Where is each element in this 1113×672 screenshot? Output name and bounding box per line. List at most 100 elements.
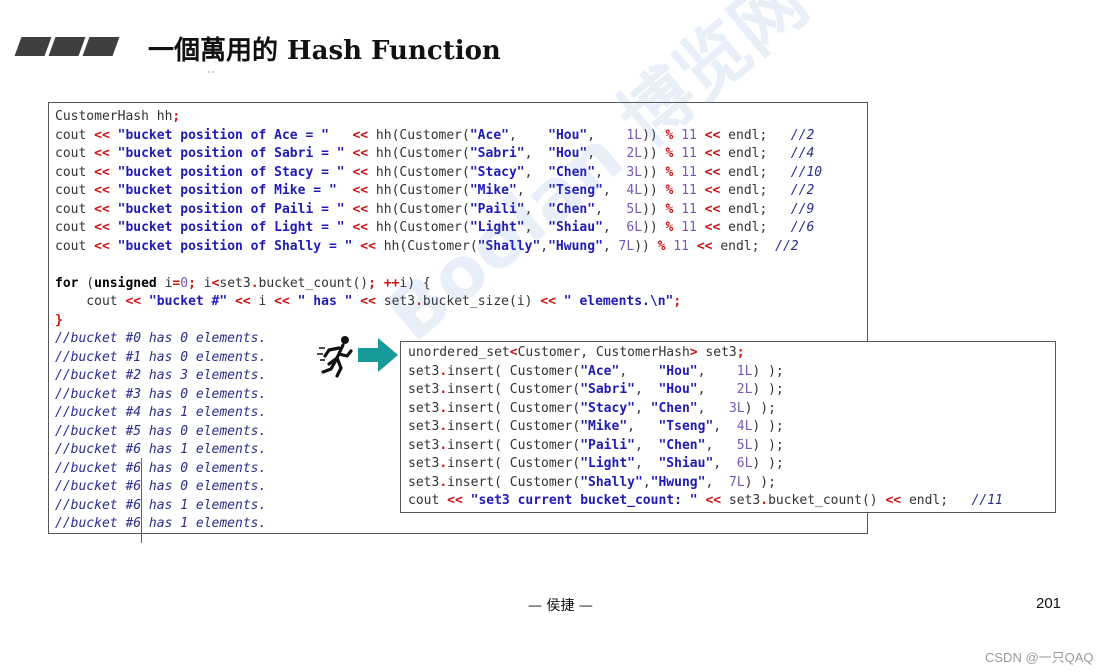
code-token: "Tseng" <box>548 183 603 198</box>
code-token: set3 <box>219 275 251 291</box>
code-token: insert( Customer( <box>447 382 581 397</box>
inset-code-line: set3.insert( Customer("Paili", "Chen", 5… <box>408 437 1055 456</box>
code-token: 11 <box>673 164 697 180</box>
main-code-line: CustomerHash hh; <box>55 108 867 127</box>
footer-author: — 侯捷 — <box>528 598 593 614</box>
code-token: insert( Customer( <box>447 419 581 434</box>
code-token: //2 <box>790 127 815 143</box>
running-man-icon <box>317 336 353 378</box>
code-token: 11 <box>673 183 697 198</box>
code-token: ++ <box>375 275 400 291</box>
code-token: , <box>587 127 627 143</box>
code-token: 6L <box>736 456 753 471</box>
code-token: 7L <box>610 238 635 254</box>
code-token: % <box>649 238 666 254</box>
main-code-line: //bucket #4 has 1 elements. <box>55 404 867 423</box>
code-panel-main: CustomerHash hh;cout << "bucket position… <box>48 102 868 534</box>
code-token: )) <box>642 127 658 143</box>
code-token: << <box>352 146 369 161</box>
code-token: , <box>524 164 549 180</box>
code-token: endl; <box>720 146 791 161</box>
code-token: , <box>627 419 659 434</box>
code-token: unordered_set <box>408 345 510 360</box>
code-token: set3 <box>408 382 440 397</box>
code-token: << <box>274 294 290 309</box>
inset-code-line: set3.insert( Customer("Ace", "Hou", 1L) … <box>408 363 1055 382</box>
inset-code-line: cout << "set3 current bucket_count: " <<… <box>408 492 1055 511</box>
code-token: cout <box>55 220 95 235</box>
code-token: , <box>508 127 549 143</box>
code-token: cout <box>55 127 95 143</box>
main-code-line: //bucket #6 has 0 elements. <box>55 478 867 497</box>
code-token: , <box>524 220 549 235</box>
code-token: "Mike" <box>469 183 517 198</box>
code-token: hh(Customer( <box>368 183 470 198</box>
main-code-line: //bucket #6 has 0 elements. <box>55 460 867 479</box>
code-token: bucket_count() <box>768 493 886 508</box>
code-token: << <box>94 183 110 198</box>
code-token: . <box>439 437 448 453</box>
code-token: , <box>713 456 737 471</box>
code-token: . <box>439 363 448 379</box>
header-bar-2 <box>48 37 86 56</box>
code-token: , <box>635 382 659 397</box>
code-token: "Shiau" <box>658 456 714 471</box>
code-token: hh(Customer( <box>375 238 478 254</box>
code-token: , <box>697 363 737 379</box>
code-token: hh(Customer( <box>368 201 470 217</box>
code-token: 5L <box>626 201 643 217</box>
code-token: , <box>524 146 549 161</box>
code-token: ; <box>736 345 745 360</box>
code-token: . <box>439 456 448 471</box>
code-token: //bucket #0 has 0 elements. <box>55 331 267 346</box>
code-token: . <box>439 382 448 397</box>
code-token: i <box>195 275 212 291</box>
code-token: << <box>352 183 369 198</box>
code-token: 11 <box>673 146 697 161</box>
code-token: ; <box>673 294 682 309</box>
code-token: "Hou" <box>548 146 588 161</box>
code-token: << <box>352 164 369 180</box>
code-token: << <box>352 201 369 217</box>
code-token: ; <box>368 275 376 291</box>
code-token: 5L <box>736 437 753 453</box>
code-token: "Sabri" <box>580 382 635 397</box>
code-token: "bucket position of Stacy = " <box>109 164 353 180</box>
main-code-line: cout << "bucket position of Mike = " << … <box>55 182 867 201</box>
code-token: )) <box>642 183 658 198</box>
code-token: , <box>587 146 627 161</box>
code-token: << <box>94 146 110 161</box>
code-token: //bucket #2 has 3 elements. <box>55 368 267 383</box>
code-token: << <box>235 294 251 309</box>
code-token: << <box>94 220 110 235</box>
code-token: " has " <box>289 294 361 309</box>
code-token: , <box>540 238 549 254</box>
code-token: "Hou" <box>658 382 698 397</box>
code-token: " elements.\n" <box>555 294 674 309</box>
code-token: //bucket #6 has 1 elements. <box>55 516 267 531</box>
code-token: set3 <box>408 419 440 434</box>
header-bar-3 <box>82 37 120 56</box>
code-token: "bucket #" <box>141 294 236 309</box>
code-token: 4L <box>736 419 753 434</box>
code-token: 2L <box>736 382 753 397</box>
main-code-line: for (unsigned i=0; i<set3.bucket_count()… <box>55 275 867 294</box>
code-token: //6 <box>790 220 815 235</box>
code-token: , <box>713 419 737 434</box>
code-token: , <box>705 437 737 453</box>
code-token: //2 <box>775 238 799 254</box>
code-token: ) ); <box>752 382 784 397</box>
margin-line <box>141 458 142 543</box>
code-token: "Mike" <box>580 419 628 434</box>
code-token: set3 <box>408 474 440 490</box>
code-token: << <box>94 127 110 143</box>
code-token: << <box>696 183 721 198</box>
code-token: //bucket #1 has 0 elements. <box>55 349 267 365</box>
code-token: << <box>125 294 142 309</box>
code-token: , <box>595 164 627 180</box>
code-token: endl; <box>720 183 791 198</box>
code-token: endl; <box>712 238 776 254</box>
code-token: 6L <box>626 220 643 235</box>
main-code-line: //bucket #6 has 1 elements. <box>55 441 867 460</box>
code-token: )) <box>642 201 658 217</box>
